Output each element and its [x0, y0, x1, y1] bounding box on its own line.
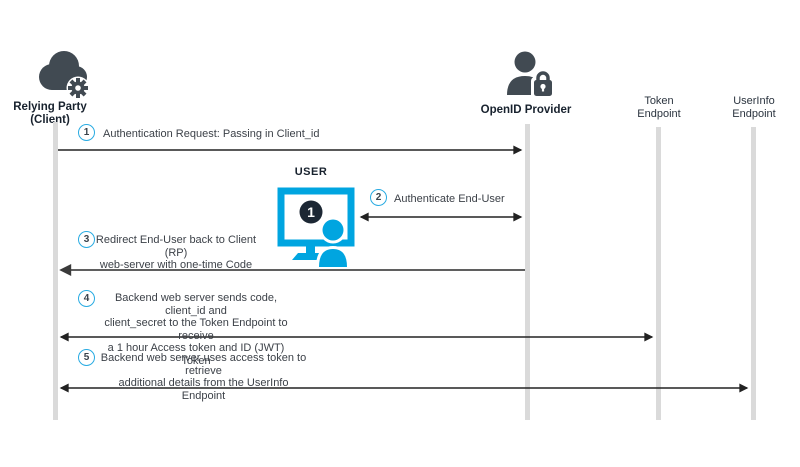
step-2-text: Authenticate End-User — [394, 193, 505, 205]
step-2-number: 2 — [370, 189, 387, 206]
token-endpoint-label-line1: Token — [644, 95, 674, 107]
step-5-text-line1: Backend web server uses access token to … — [100, 352, 307, 377]
step-5-text-line2: additional details from the UserInfo End… — [118, 377, 289, 402]
token-endpoint-label: Token Endpoint — [619, 95, 699, 121]
step-1-number: 1 — [78, 124, 95, 141]
relying-party-label: Relying Party (Client) — [13, 101, 87, 126]
userinfo-endpoint-label-line2: Endpoint — [732, 108, 776, 120]
relying-party-lifeline — [53, 122, 58, 420]
token-endpoint-label-line2: Endpoint — [637, 108, 681, 120]
monitor-user-icon: 1 — [274, 183, 362, 267]
step-4-text: Backend web server sends code, client_id… — [96, 292, 296, 367]
cloud-gear-icon — [33, 48, 97, 100]
token-endpoint-lifeline — [656, 127, 661, 420]
step-1-text: Authentication Request: Passing in Clien… — [103, 128, 320, 140]
step-4-text-line3: a 1 hour Access token and ID (JWT) Token — [107, 342, 285, 367]
step-3-number: 3 — [78, 231, 95, 248]
openid-provider-label: OpenID Provider — [480, 104, 572, 116]
step-5-text: Backend web server uses access token to … — [96, 352, 311, 402]
screen-badge-number: 1 — [307, 204, 315, 220]
userinfo-endpoint-label-line1: UserInfo — [733, 95, 775, 107]
userinfo-endpoint-lifeline — [751, 127, 756, 420]
userinfo-endpoint-label: UserInfo Endpoint — [714, 95, 794, 121]
user-lock-icon — [503, 50, 557, 102]
step-4-text-line1: Backend web server sends code, client_id… — [114, 292, 278, 317]
step-3-text-line1: Redirect End-User back to Client (RP) — [95, 234, 257, 259]
openid-provider-lifeline — [525, 124, 530, 420]
step-3-text-line2: web-server with one-time Code — [99, 259, 253, 271]
step-4-number: 4 — [78, 290, 95, 307]
user-label: USER — [294, 166, 328, 178]
step-4-text-line2: client_secret to the Token Endpoint to r… — [104, 317, 288, 342]
step-5-number: 5 — [78, 349, 95, 366]
step-3-text: Redirect End-User back to Client (RP) we… — [95, 234, 257, 272]
